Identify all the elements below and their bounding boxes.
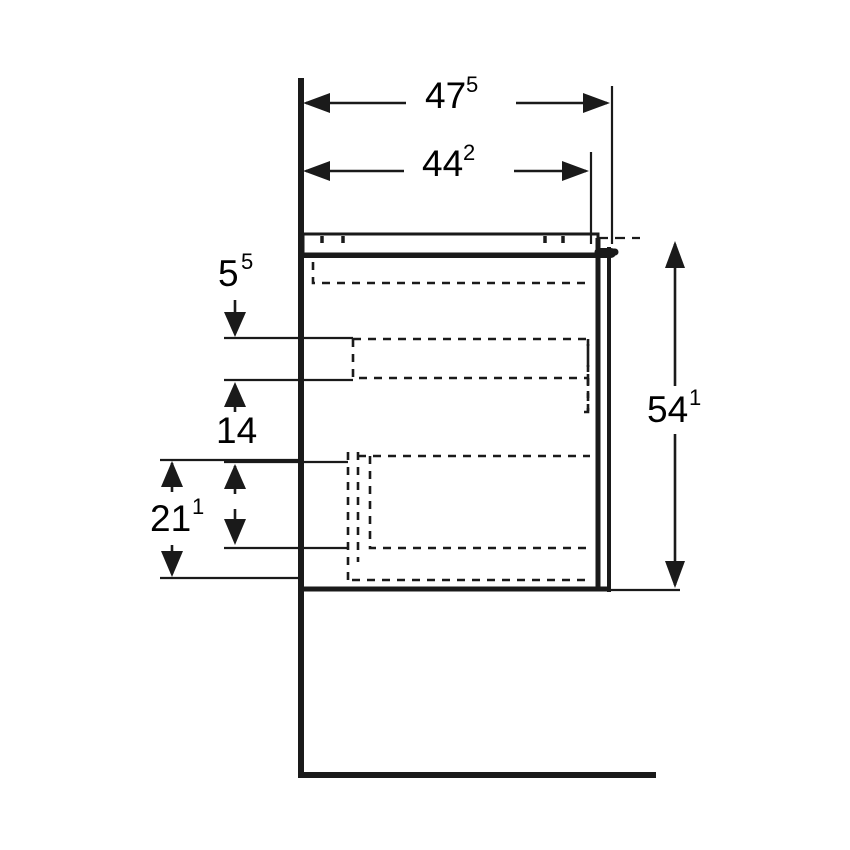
dim-label-lower-drawer-value: 21 [150, 498, 191, 539]
vertical-dimension-middle-gap: 14 [216, 378, 353, 494]
arrowhead-right-overall-width [583, 93, 610, 113]
hidden-top-drawer-outline [311, 262, 590, 285]
arrowhead-bottom-overall-height [665, 561, 685, 588]
dim-label-overall-height-superscript: 1 [689, 385, 701, 410]
dim-label-overall-height-value: 54 [647, 389, 688, 430]
arrowhead-down-lower-drawer [161, 551, 183, 577]
dim-label-top-offset-value: 5 [218, 253, 239, 294]
arrowhead-up-middle-gap-lower [224, 464, 246, 489]
hidden-middle-drawer-return [578, 378, 590, 414]
dim-text-mask-body-width [404, 146, 514, 190]
dim-text-mask-overall-width [406, 78, 516, 122]
arrowhead-down-top-offset [224, 312, 246, 337]
dim-label-overall-width-superscript: 5 [466, 72, 478, 97]
arrowhead-left-body-width [303, 161, 330, 181]
dim-label-lower-drawer-superscript: 1 [192, 494, 204, 519]
arrowhead-left-overall-width [303, 93, 330, 113]
arrowhead-top-overall-height [665, 241, 685, 268]
vertical-dimension-overall-height: 54 1 [640, 241, 745, 588]
hidden-lower-drawer-inner [368, 456, 590, 550]
horizontal-dimension-overall-width: 47 5 [303, 72, 610, 122]
arrowhead-up-lower-drawer [161, 461, 183, 487]
dim-label-overall-width-value: 47 [425, 75, 466, 116]
dim-label-top-offset-superscript: 5 [241, 249, 253, 274]
hidden-interior-edges [311, 262, 590, 587]
dim-label-middle-gap-value: 14 [216, 410, 257, 451]
reference-geometry [298, 78, 656, 778]
vertical-dimension-lower-drawer: 21 1 [150, 458, 348, 580]
cabinet-body [301, 232, 619, 592]
vertical-dimension-top-offset: 5 5 [218, 249, 353, 340]
horizontal-dimension-body-width: 44 2 [303, 140, 589, 190]
arrowhead-right-body-width [562, 161, 589, 181]
dim-text-mask-overall-height [640, 386, 745, 434]
arrowhead-down-inner-lower-drawer [224, 519, 246, 545]
dim-label-body-width-superscript: 2 [463, 140, 475, 165]
arrowhead-up-middle-gap [224, 382, 246, 407]
dim-label-body-width-value: 44 [422, 143, 463, 184]
dimension-extension-lines [589, 86, 680, 592]
